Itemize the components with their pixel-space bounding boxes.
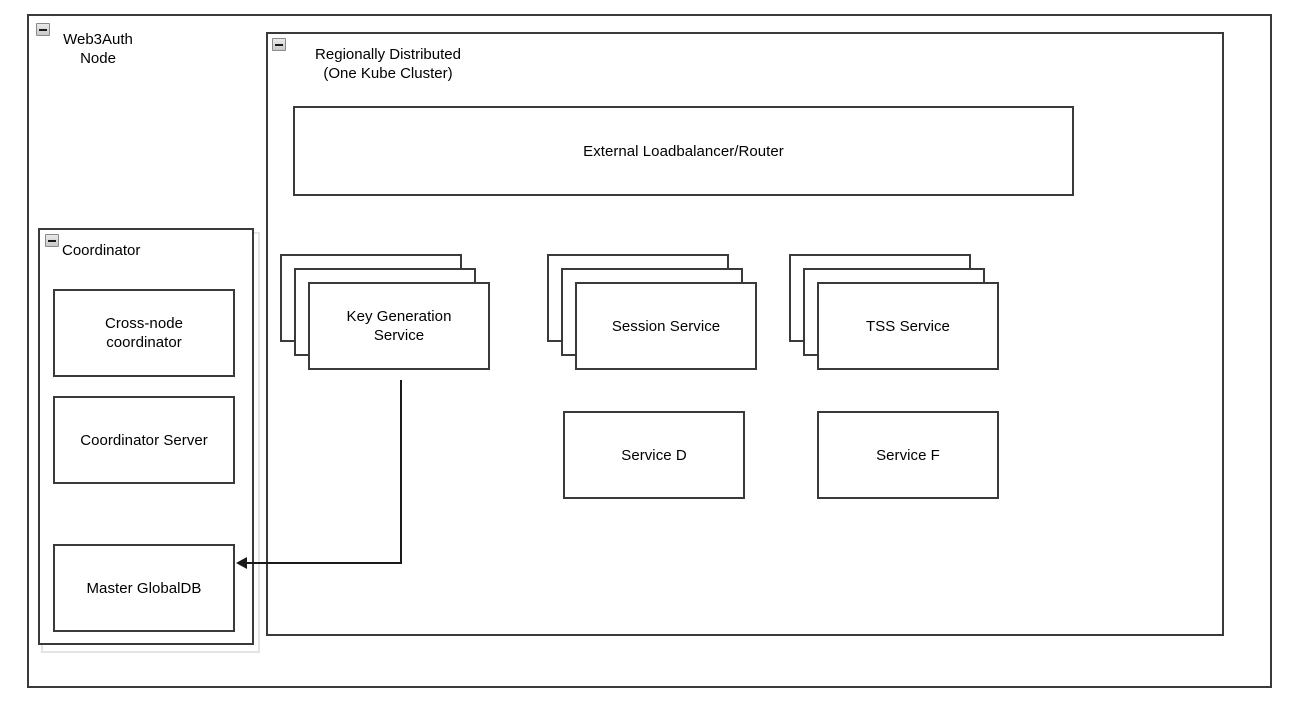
tss-service-stack[interactable]: TSS Service	[789, 254, 999, 380]
key-generation-service-replica-front[interactable]: Key Generation Service	[308, 282, 490, 370]
service-f-label: Service F	[876, 446, 940, 464]
service-d-label: Service D	[621, 446, 687, 464]
coordinator-server-label: Coordinator Server	[80, 431, 208, 449]
connector-arrowhead-icon	[236, 557, 247, 569]
session-service-label: Session Service	[611, 317, 721, 335]
coordinator-server-box[interactable]: Coordinator Server	[53, 396, 235, 484]
minus-collapse-icon[interactable]	[36, 23, 50, 36]
regional-container-title: Regionally Distributed (One Kube Cluster…	[315, 46, 461, 82]
key-generation-service-label: Key Generation Service	[346, 308, 452, 344]
outer-container-title: Web3Auth Node	[63, 31, 133, 67]
session-service-stack[interactable]: Session Service	[547, 254, 757, 380]
service-d-box[interactable]: Service D	[563, 411, 745, 499]
tss-service-replica-front[interactable]: TSS Service	[817, 282, 999, 370]
minus-collapse-icon[interactable]	[45, 234, 59, 247]
master-globaldb-label: Master GlobalDB	[86, 579, 202, 597]
tss-service-label: TSS Service	[866, 317, 950, 335]
connector-keygen-to-globaldb-vertical	[400, 380, 402, 564]
key-generation-service-stack[interactable]: Key Generation Service	[280, 254, 490, 380]
connector-keygen-to-globaldb-horizontal	[246, 562, 402, 564]
master-globaldb-box[interactable]: Master GlobalDB	[53, 544, 235, 632]
cross-node-coordinator-label: Cross-node coordinator	[104, 315, 184, 351]
external-loadbalancer-router-label: External Loadbalancer/Router	[583, 142, 784, 160]
cross-node-coordinator-box[interactable]: Cross-node coordinator	[53, 289, 235, 377]
minus-collapse-icon[interactable]	[272, 38, 286, 51]
external-loadbalancer-router-box[interactable]: External Loadbalancer/Router	[293, 106, 1074, 196]
session-service-replica-front[interactable]: Session Service	[575, 282, 757, 370]
coordinator-container-title: Coordinator	[62, 242, 141, 259]
service-f-box[interactable]: Service F	[817, 411, 999, 499]
